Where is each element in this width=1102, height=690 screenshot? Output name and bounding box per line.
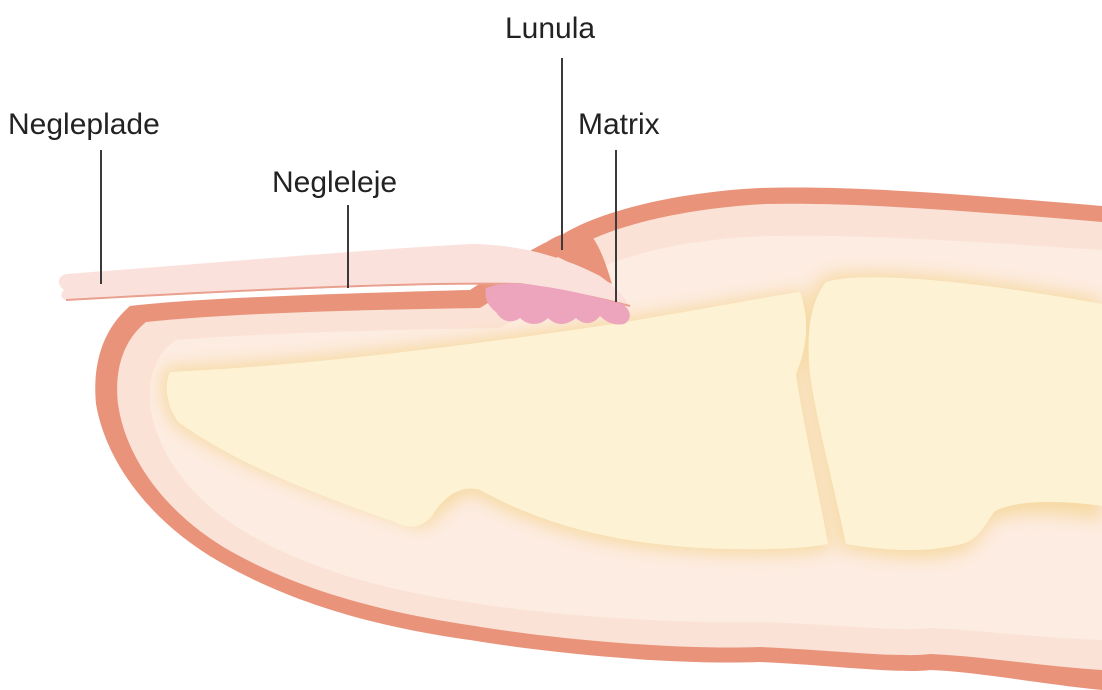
label-matrix: Matrix <box>578 108 660 141</box>
label-nail-plate: Negleplade <box>8 108 160 141</box>
label-lunula: Lunula <box>505 12 595 45</box>
label-nail-bed: Negleleje <box>272 166 397 199</box>
